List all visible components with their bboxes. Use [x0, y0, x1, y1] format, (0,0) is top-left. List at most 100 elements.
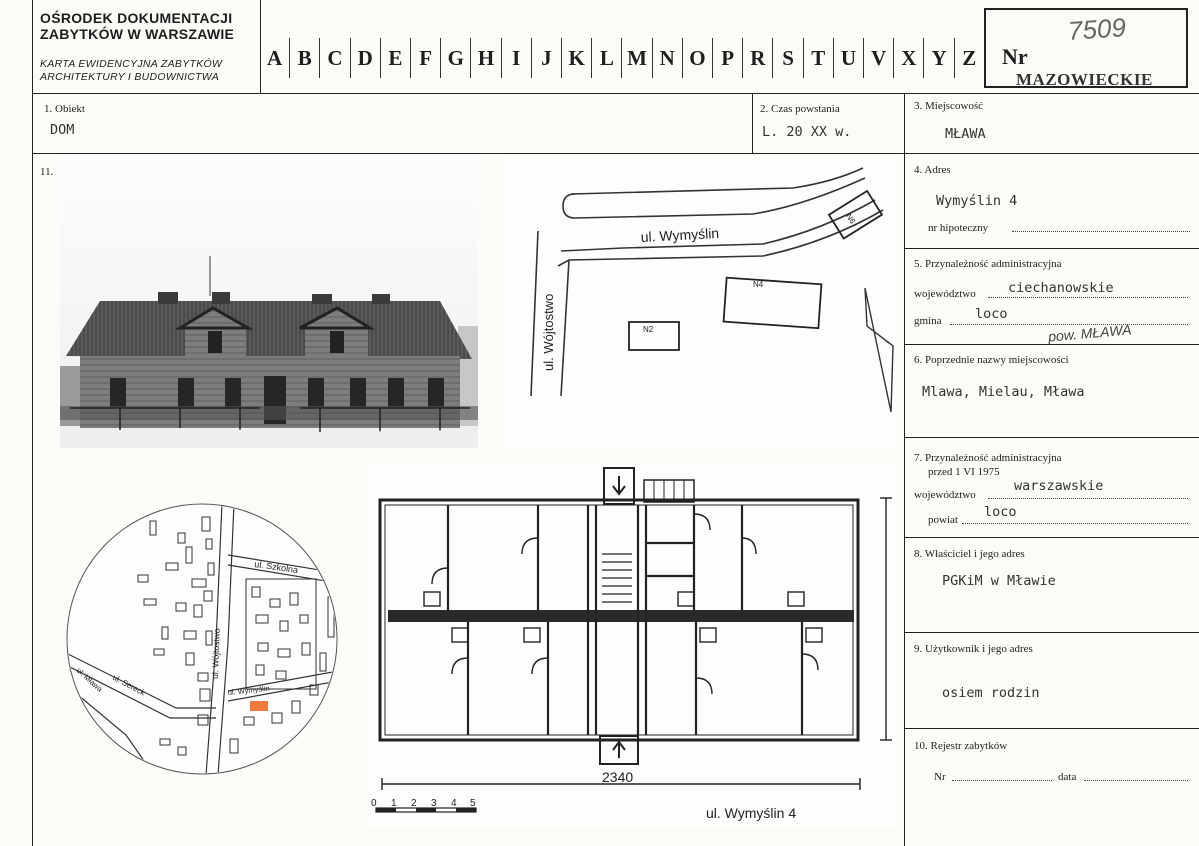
wojewodztwo-value: ciechanowskie	[1008, 280, 1114, 296]
letter-m: M	[622, 38, 653, 78]
letter-c: C	[320, 38, 351, 78]
letter-u: U	[834, 38, 865, 78]
letter-v: V	[864, 38, 895, 78]
miejscowosc-label: 3. Miejscowość	[914, 100, 984, 112]
letter-n: N	[653, 38, 683, 78]
adres-value: Wymyślin 4	[936, 193, 1018, 209]
street-wojtostwo: ul. Wójtostwo	[541, 294, 556, 371]
row1-divider-a	[752, 93, 753, 153]
location-highlight	[250, 701, 268, 711]
rejestr-data-label: data	[1058, 771, 1077, 783]
letter-a: A	[260, 38, 291, 78]
building-n4-label: N4	[753, 280, 764, 289]
poprzednie-value: Mlawa, Mielau, Mława	[922, 384, 1085, 400]
letter-l: L	[592, 38, 623, 78]
row1-bottom-rule	[32, 153, 1199, 154]
building-n2	[628, 321, 680, 351]
letter-f: F	[411, 38, 442, 78]
right-column-divider	[904, 93, 905, 846]
building-n4	[722, 276, 823, 330]
poprzednie-label: 6. Poprzednie nazwy miejscowości	[914, 354, 1069, 366]
building-n2-label: N2	[643, 325, 654, 334]
czas-label: 2. Czas powstania	[760, 103, 840, 115]
region-stamp: MAZOWIECKIE	[1016, 70, 1153, 89]
powiat-dots	[962, 523, 1188, 524]
scale-1: 1	[391, 798, 397, 809]
locator-street-wymyslin: ul. Wymyślin	[227, 684, 270, 697]
street-wymyslin: ul. Wymyślin	[640, 225, 719, 245]
org-title: OŚRODEK DOKUMENTACJI ZABYTKÓW W WARSZAWI…	[40, 10, 255, 42]
rejestr-data-dots	[1084, 780, 1188, 781]
gmina-value: loco	[975, 306, 1008, 322]
scale-5: 5	[470, 798, 476, 809]
letter-t: T	[804, 38, 834, 78]
obiekt-value: DOM	[50, 122, 75, 138]
letter-j: J	[532, 38, 563, 78]
czas-value: L. 20 XX w.	[762, 124, 852, 140]
rejestr-nr-label: Nr	[934, 771, 946, 783]
nr-box	[984, 8, 1188, 88]
miejscowosc-value: MŁAWA	[945, 126, 986, 142]
road-left	[530, 230, 539, 397]
floor-plan-outline	[378, 498, 860, 742]
card-number: 7509	[1066, 12, 1127, 46]
hipoteczny-dots	[1012, 231, 1190, 232]
locator-street-wojtostwo: ul. Wójtostwo	[210, 628, 222, 679]
uzytkownik-label: 9. Użytkownik i jego adres	[914, 643, 1033, 655]
wlasciciel-label: 8. Właściciel i jego adres	[914, 548, 1025, 560]
road-top	[570, 167, 864, 195]
uzytkownik-value: osiem rodzin	[942, 685, 1040, 701]
header-bottom-rule	[32, 93, 1199, 94]
letter-k: K	[562, 38, 593, 78]
wojewodztwo-old-dots	[988, 498, 1188, 499]
scale-0: 0	[371, 798, 377, 809]
wlasciciel-value: PGKiM w Mławie	[942, 573, 1056, 589]
rejestr-label: 10. Rejestr zabytków	[914, 740, 1008, 752]
powiat-label: powiat	[928, 514, 958, 526]
adres-label: 4. Adres	[914, 164, 951, 176]
scale-2: 2	[411, 798, 417, 809]
floor-plan-caption: ul. Wymyślin 4	[706, 805, 796, 821]
gmina-dots	[950, 324, 1188, 325]
org-line2: ZABYTKÓW W WARSZAWIE	[40, 26, 235, 42]
header-divider	[260, 0, 261, 93]
letter-r: R	[743, 38, 774, 78]
rule-5	[904, 344, 1199, 345]
letter-z: Z	[962, 45, 977, 70]
letter-i: I	[502, 38, 532, 78]
obiekt-label: 1. Obiekt	[44, 103, 85, 115]
card-line2: ARCHITEKTURY I BUDOWNICTWA	[40, 71, 220, 83]
building-n6	[827, 189, 884, 240]
letter-o: O	[683, 38, 714, 78]
illustration-label: 11.	[40, 166, 54, 178]
rule-7	[904, 537, 1199, 538]
scale-3: 3	[431, 798, 437, 809]
card-line1: KARTA EWIDENCYJNA ZABYTKÓW	[40, 58, 223, 70]
house-roof	[66, 301, 472, 359]
wojewodztwo-label: województwo	[914, 288, 976, 300]
letter-g: G	[441, 38, 472, 78]
rejestr-nr-dots	[952, 780, 1052, 781]
card-title: KARTA EWIDENCYJNA ZABYTKÓW ARCHITEKTURY …	[40, 58, 255, 84]
left-border	[32, 0, 33, 846]
rule-4	[904, 248, 1199, 249]
hipoteczny-label: nr hipoteczny	[928, 222, 989, 234]
dimension-label: 2340	[602, 769, 633, 785]
przed-label: przed 1 VI 1975	[928, 466, 1000, 478]
floor-plan: 2340 0 1 2 3 4 5 ul. Wymyślin 4	[366, 458, 902, 828]
letter-e: E	[381, 38, 412, 78]
rule-9	[904, 728, 1199, 729]
wojewodztwo-old-label: województwo	[914, 489, 976, 501]
rule-8	[904, 632, 1199, 633]
letter-p: P	[713, 38, 744, 78]
scale-bar	[375, 807, 477, 813]
org-line1: OŚRODEK DOKUMENTACJI	[40, 10, 233, 26]
bearing-wall	[388, 610, 854, 622]
locator-map: ul. Szkolna ul. Wójtostwo ul. Wymyślin u…	[66, 503, 338, 775]
letter-h: H	[471, 38, 502, 78]
site-plan: ul. Wymyślin ul. Wójtostwo N2 N4 N6	[503, 156, 897, 448]
wojewodztwo-old-value: warszawskie	[1014, 478, 1104, 494]
letter-d: D	[351, 38, 381, 78]
letter-y: Y	[924, 38, 955, 78]
gmina-label: gmina	[914, 315, 942, 327]
